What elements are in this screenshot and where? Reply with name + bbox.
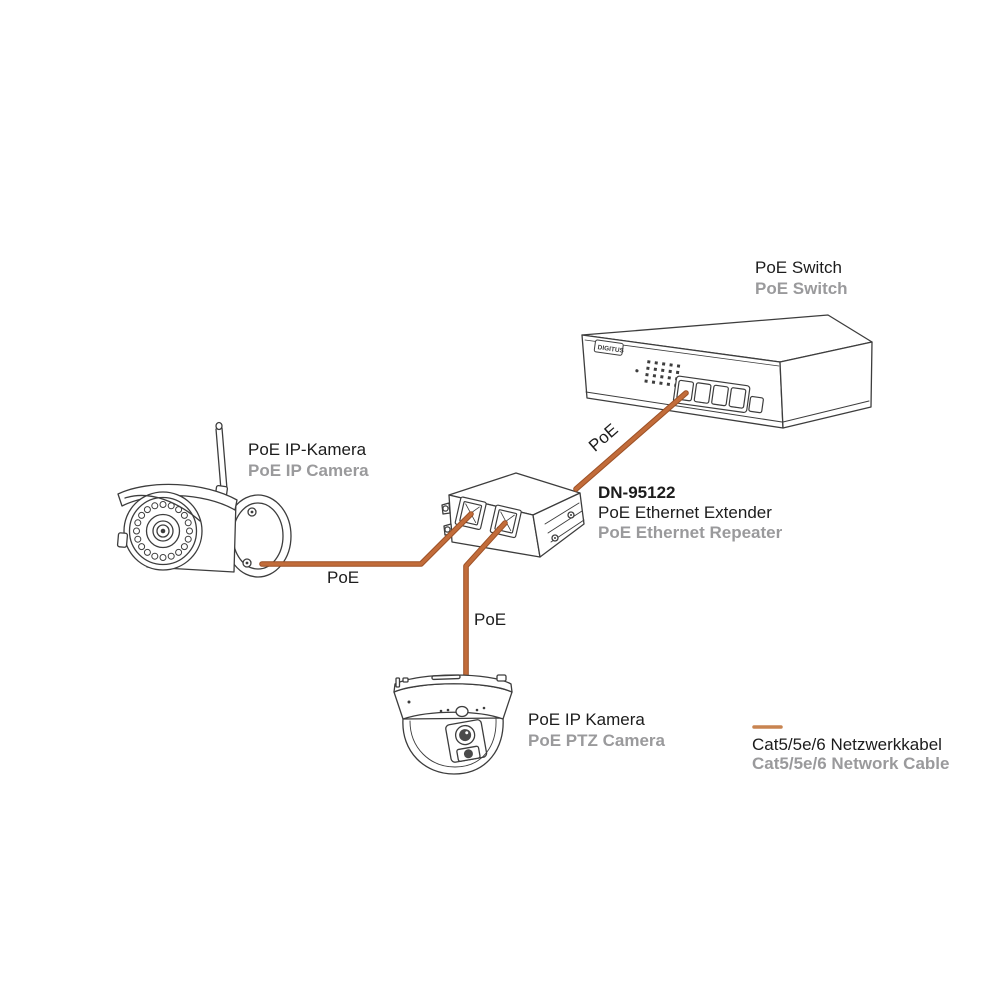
cable-extender-to-switch-core	[574, 391, 688, 491]
extender-model: DN-95122	[598, 483, 676, 502]
switch-right-face	[779, 341, 873, 429]
ptz-camera-label-de: PoE IP Kamera	[528, 710, 645, 729]
legend-label-de: Cat5/5e/6 Netzwerkkabel	[752, 735, 942, 754]
network-cables	[259, 390, 689, 684]
screw-center	[245, 561, 249, 565]
screw-center	[554, 537, 556, 539]
ptz-camera-label-en: PoE PTZ Camera	[528, 731, 665, 750]
ptz-top-block	[496, 674, 507, 682]
switch-port-block	[672, 375, 764, 414]
visor-edge	[124, 494, 201, 522]
screw-center	[570, 514, 572, 516]
extender-right-face	[532, 492, 585, 558]
camera-side-tab	[116, 532, 129, 548]
legend-label: Cat5/5e/6 Netzwerkkabel Cat5/5e/6 Networ…	[752, 735, 949, 773]
cable-camera-to-extender-core	[260, 512, 473, 566]
poe-switch-illustration: DIGITUS	[581, 314, 873, 429]
ptz-camera-label: PoE IP Kamera PoE PTZ Camera	[528, 709, 665, 751]
screw-center	[250, 510, 254, 514]
cable-label-camera-link: PoE	[327, 568, 360, 587]
lens-center	[160, 528, 166, 534]
poe-switch-label-en: PoE Switch	[755, 279, 848, 298]
ptz-top-plate	[393, 674, 513, 693]
camera-mount	[224, 494, 292, 578]
switch-logo-badge: DIGITUS	[593, 339, 625, 356]
extender-label: DN-95122 PoE Ethernet Extender PoE Ether…	[598, 483, 782, 543]
extender-label-en: PoE Ethernet Repeater	[598, 523, 783, 542]
extender-fin	[544, 502, 580, 525]
screw-hole	[444, 526, 451, 533]
cable-camera-to-extender	[259, 511, 474, 567]
rj45-port	[711, 384, 729, 407]
ir-led-ring	[133, 501, 193, 561]
rj45-port	[728, 387, 747, 409]
poe-ip-camera-label: PoE IP-Kamera PoE IP Camera	[248, 439, 369, 481]
switch-logo-text: DIGITUS	[597, 344, 625, 355]
cable-extender-to-ptz-core	[464, 521, 507, 683]
ptz-dome-inner-line	[409, 718, 497, 768]
switch-front-lip	[585, 391, 783, 423]
ptz-lens-block	[445, 719, 488, 763]
poe-ip-camera-illustration	[116, 421, 292, 578]
poe-ip-camera-label-de: PoE IP-Kamera	[248, 440, 367, 459]
poe-switch-label-de: PoE Switch	[755, 258, 842, 277]
poe-extender-illustration	[441, 472, 585, 558]
uplink-port	[748, 395, 764, 414]
ptz-band-details	[407, 700, 486, 718]
poe-switch-label: PoE Switch PoE Switch	[755, 257, 848, 299]
poe-ip-camera-label-en: PoE IP Camera	[248, 461, 369, 480]
ptz-skirt	[393, 683, 513, 720]
ptz-side-tab	[395, 677, 401, 688]
screw-hole	[442, 505, 449, 512]
rj45-port	[693, 382, 712, 404]
cable-label-ptz-link: PoE	[474, 610, 507, 629]
ptz-top-slot	[431, 674, 461, 681]
extender-fin	[547, 510, 583, 534]
ptz-top-slot-small	[402, 677, 409, 683]
switch-right-lip	[782, 400, 870, 423]
camera-front-bezel	[123, 491, 203, 571]
camera-antenna	[214, 421, 229, 498]
poe-ptz-camera-illustration	[393, 674, 513, 775]
extender-label-de: PoE Ethernet Extender	[598, 503, 772, 522]
legend-label-en: Cat5/5e/6 Network Cable	[752, 754, 950, 773]
